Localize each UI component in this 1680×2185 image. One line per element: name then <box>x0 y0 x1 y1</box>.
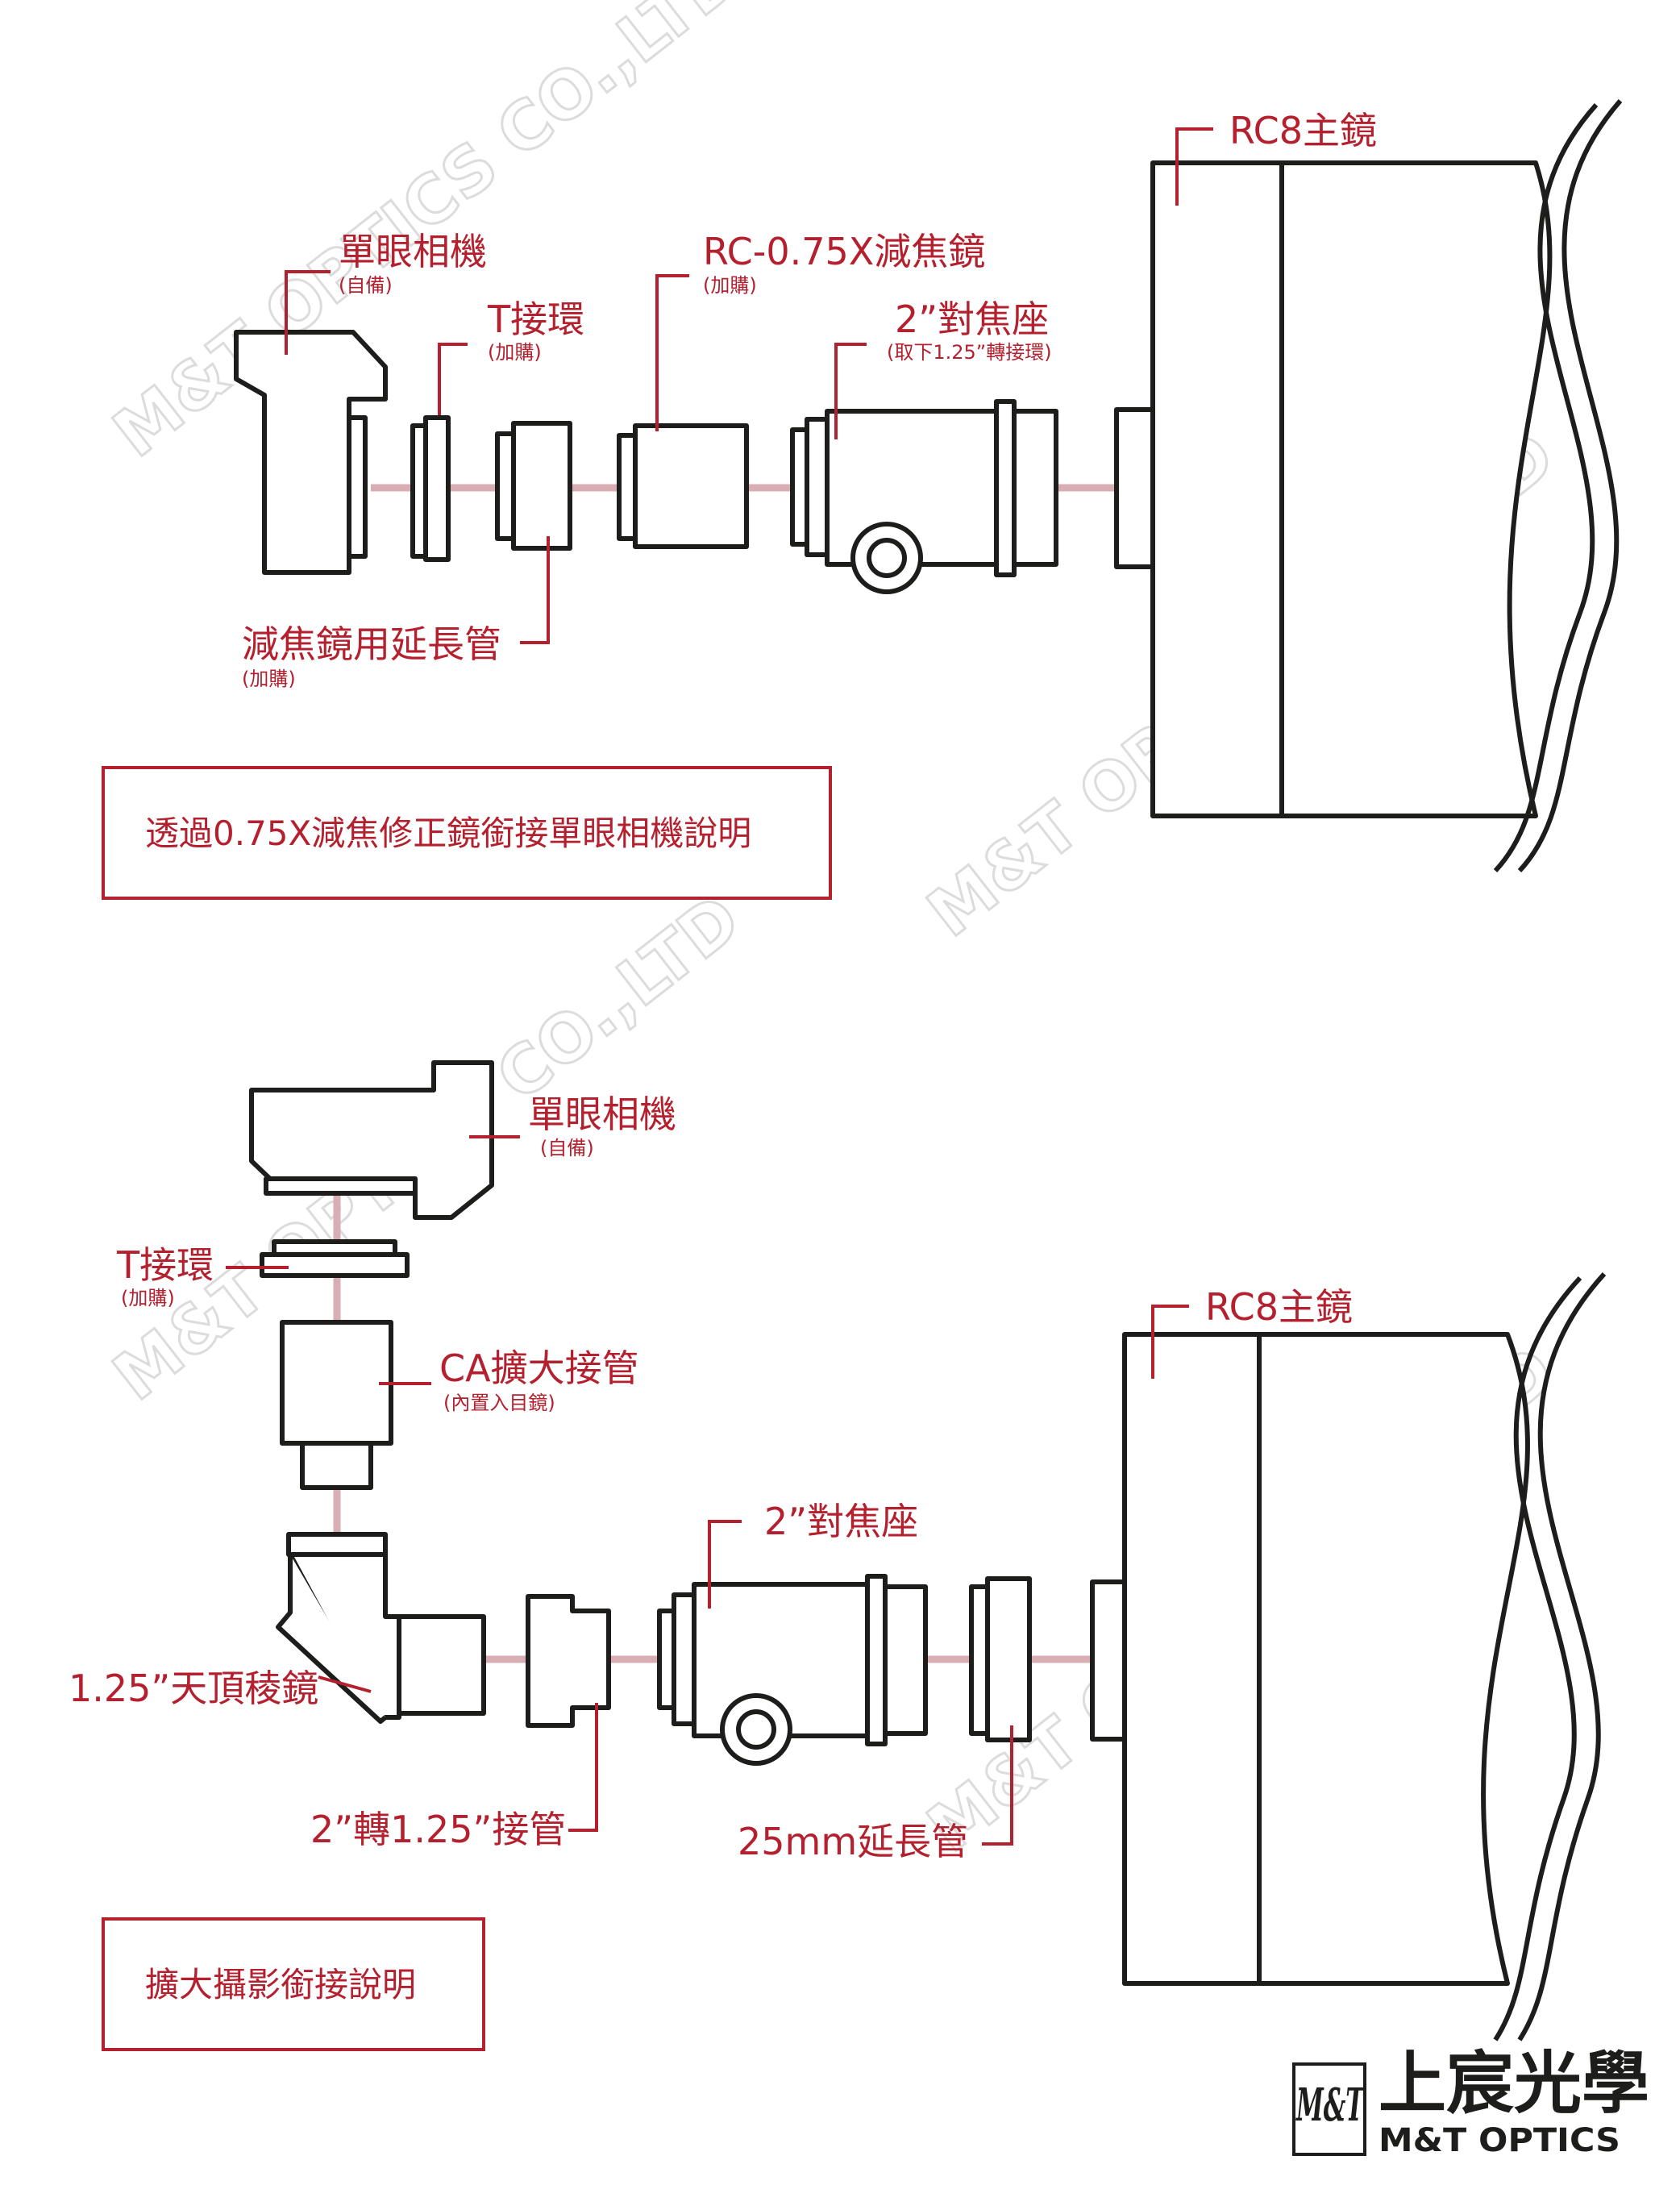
bottom-diagonal-label: 1.25”天頂稜鏡 <box>69 1667 318 1710</box>
top-camera <box>234 330 388 575</box>
top-leaders <box>285 127 1213 644</box>
bottom-scope-body <box>1090 1271 1607 2041</box>
top-caption: 透過0.75X減焦修正鏡銜接單眼相機說明 <box>145 814 751 853</box>
top-camera-note: (自備) <box>339 274 393 297</box>
top-t-ring-label: T接環 <box>487 298 584 341</box>
bottom-extension-label: 25mm延長管 <box>738 1820 968 1863</box>
bottom-t-ring <box>260 1239 410 1278</box>
bottom-t-ring-note: (加購) <box>121 1287 175 1309</box>
top-scope-label: RC8主鏡 <box>1229 109 1377 152</box>
bottom-ca-tube-label: CA擴大接管 <box>439 1346 639 1390</box>
top-caption-box <box>102 766 832 900</box>
bottom-caption-box <box>102 1917 485 2051</box>
top-extension-tube <box>495 421 572 551</box>
bottom-adapter-label: 2”轉1.25”接管 <box>310 1808 566 1851</box>
bottom-scope-label: RC8主鏡 <box>1205 1285 1353 1329</box>
bottom-diagonal <box>276 1532 486 1724</box>
top-diagram: 單眼相機 (自備) T接環 (加購) RC-0.75X減焦鏡 (加購) 2”對焦… <box>102 99 1623 900</box>
bottom-leaders <box>226 1135 1189 1846</box>
brand-logo: M&T 上宸光學 M&T OPTICS <box>1292 2043 1649 2159</box>
bottom-ca-tube <box>280 1320 393 1490</box>
bottom-focuser <box>657 1574 928 1766</box>
logo-chinese-name: 上宸光學 <box>1379 2043 1649 2123</box>
bottom-25mm-extension <box>969 1576 1032 1742</box>
top-focuser-note: (取下1.25”轉接環) <box>887 341 1052 364</box>
top-scope-body <box>1114 99 1623 873</box>
top-extension-note: (加購) <box>242 668 296 690</box>
top-focuser-label: 2”對焦座 <box>895 298 1049 341</box>
logo-mark: M&T <box>1295 2079 1366 2132</box>
bottom-ca-tube-note: (內置入目鏡) <box>443 1392 555 1414</box>
logo-english-name: M&T OPTICS <box>1379 2122 1620 2159</box>
bottom-camera-note: (自備) <box>540 1137 594 1159</box>
logo-mark-box <box>1292 2062 1366 2156</box>
bottom-diagram: 單眼相機 (自備) T接環 (加購) CA擴大接管 (內置入目鏡) 1.25”天… <box>69 1060 1607 2051</box>
top-focuser <box>790 399 1058 594</box>
top-reducer-note: (加購) <box>703 274 757 297</box>
bottom-t-ring-label: T接環 <box>116 1243 214 1287</box>
bottom-caption: 擴大攝影銜接說明 <box>145 1965 416 2004</box>
top-t-ring <box>410 415 451 562</box>
bottom-adapter <box>526 1594 611 1728</box>
bottom-camera-label: 單眼相機 <box>528 1092 676 1136</box>
bottom-camera <box>249 1060 494 1220</box>
bottom-focuser-label: 2”對焦座 <box>764 1500 918 1543</box>
top-t-ring-note: (加購) <box>488 341 542 364</box>
top-camera-label: 單眼相機 <box>339 230 487 273</box>
top-extension-label: 減焦鏡用延長管 <box>242 622 501 666</box>
top-reducer-label: RC-0.75X減焦鏡 <box>703 230 985 273</box>
top-reducer <box>617 423 749 549</box>
